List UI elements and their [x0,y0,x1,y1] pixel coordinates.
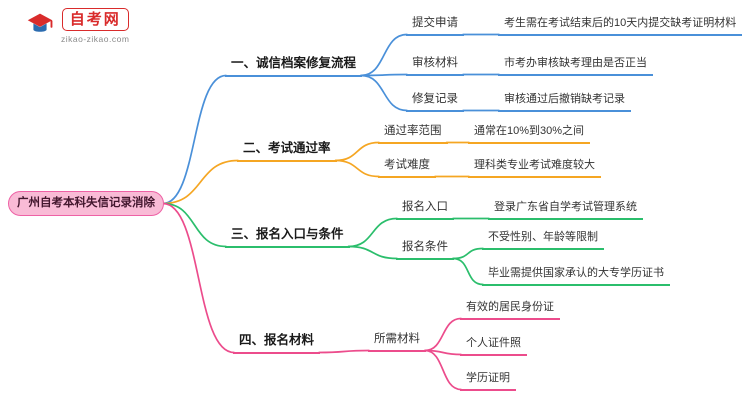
site-url: zikao-zikao.com [61,34,130,44]
branch-1-topic[interactable]: 一、诚信档案修复流程 [225,53,363,77]
branch-4-topic[interactable]: 四、报名材料 [233,330,321,354]
branch-2-subtopic[interactable]: 通过率范围 [378,122,448,144]
mindmap-root-node[interactable]: 广州自考本科失信记录消除 [8,191,164,216]
leaf-node[interactable]: 理科类专业考试难度较大 [468,156,601,178]
leaf-node[interactable]: 有效的居民身份证 [460,298,560,320]
leaf-node[interactable]: 个人证件照 [460,334,527,356]
leaf-node[interactable]: 不受性别、年龄等限制 [482,228,604,250]
site-name: 自考网 [61,8,129,31]
branch-1-subtopic[interactable]: 提交申请 [406,14,464,36]
leaf-node[interactable]: 审核通过后撤销缺考记录 [498,90,631,112]
leaf-node[interactable]: 毕业需提供国家承认的大专学历证书 [482,264,670,286]
leaf-node[interactable]: 考生需在考试结束后的10天内提交缺考证明材料 [498,14,743,36]
branch-1-subtopic[interactable]: 修复记录 [406,90,464,112]
branch-2-topic[interactable]: 二、考试通过率 [237,138,337,162]
graduation-cap-icon [24,8,56,45]
branch-3-subtopic[interactable]: 报名条件 [396,238,454,260]
leaf-node[interactable]: 通常在10%到30%之间 [468,122,591,144]
branch-1-subtopic[interactable]: 审核材料 [406,54,464,76]
branch-2-subtopic[interactable]: 考试难度 [378,156,436,178]
leaf-node[interactable]: 学历证明 [460,369,516,391]
site-logo[interactable]: 自考网 zikao-zikao.com [24,8,129,45]
leaf-node[interactable]: 登录广东省自学考试管理系统 [488,198,643,220]
branch-3-subtopic[interactable]: 报名入口 [396,198,454,220]
branch-3-topic[interactable]: 三、报名入口与条件 [225,224,350,248]
branch-4-subtopic[interactable]: 所需材料 [368,330,426,352]
leaf-node[interactable]: 市考办审核缺考理由是否正当 [498,54,653,76]
